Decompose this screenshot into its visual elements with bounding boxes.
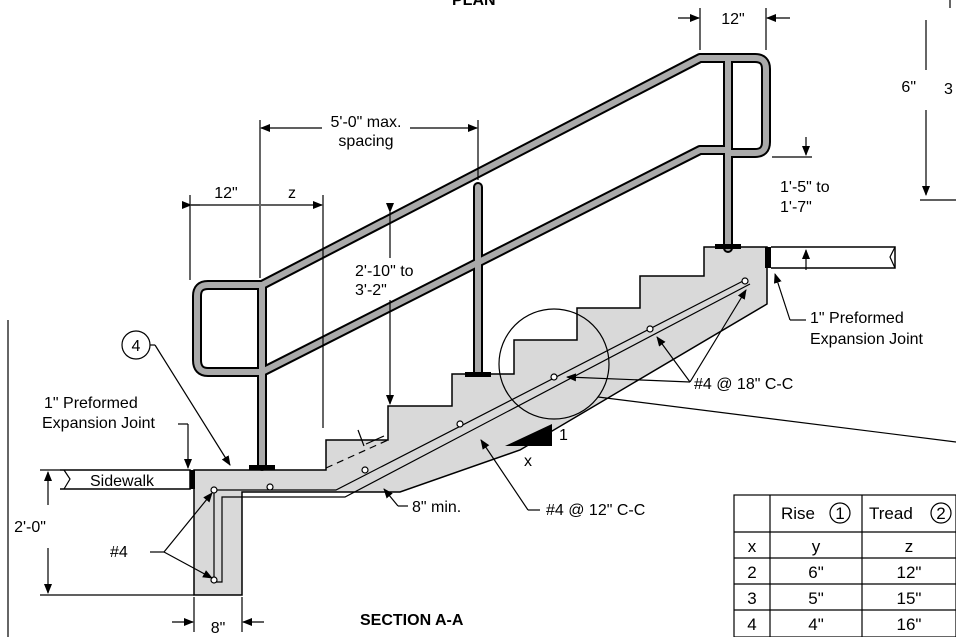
concrete-stair-body [193, 246, 768, 596]
post-base-plate-1 [249, 465, 275, 470]
dim-rail-height-line1: 2'-10" to [355, 263, 414, 280]
dimension-lines [7, 0, 956, 637]
dim-base-height: 2'-0" [14, 519, 46, 536]
joint-left-line1: 1" Preformed [44, 395, 138, 412]
slope-triangle [505, 424, 552, 446]
table-cell: 4" [808, 615, 824, 634]
post-base-plate-3 [715, 244, 741, 249]
slope-run-label: x [524, 453, 532, 470]
leader-lines [150, 273, 806, 579]
section-title: SECTION A-A [360, 612, 464, 629]
dim-top-12: 12" [721, 11, 744, 28]
callout-number: 4 [132, 338, 141, 355]
joint-right-line2: Expansion Joint [810, 331, 924, 348]
dim-ext-line2: 1'-7" [780, 199, 812, 216]
table-cell: 12" [897, 563, 922, 582]
table-cell: 16" [897, 615, 922, 634]
min-thickness-label: 8" min. [412, 499, 461, 516]
dim-ext-line1: 1'-5" to [780, 179, 830, 196]
table-header-rise: Rise [781, 504, 815, 523]
table-sub-x: x [748, 537, 757, 556]
handrail [192, 53, 771, 471]
dim-spacing-line2: spacing [338, 133, 393, 150]
dim-left-12: 12" [214, 185, 237, 202]
landing-slab [771, 246, 896, 269]
table-sub-y: y [812, 537, 821, 556]
sidewalk-break [63, 469, 71, 490]
detail-leader-line [597, 396, 956, 443]
table-cell: 3 [747, 589, 756, 608]
detail-circle [498, 308, 610, 420]
table-header-rise-note: 1 [835, 504, 844, 523]
joint-left-line2: Expansion Joint [42, 415, 156, 432]
table-cell: 2 [747, 563, 756, 582]
expansion-joint-left [189, 470, 195, 489]
dim-spacing-line1: 5'-0" max. [331, 114, 402, 131]
plan-label: PLAN [452, 0, 496, 9]
landing-break [889, 246, 896, 269]
rebar-dots [210, 277, 749, 584]
dim-wall-thickness: 8" [211, 620, 226, 637]
callout-circle [121, 330, 151, 360]
joint-right-line1: 1" Preformed [810, 310, 904, 327]
rebar-12-label: #4 @ 12" C-C [546, 502, 645, 519]
table-header-tread: Tread [869, 504, 913, 523]
post-base-plate-2 [465, 372, 491, 377]
dim-right-6: 6" [901, 79, 916, 96]
table-header-tread-note: 2 [936, 504, 945, 523]
sidewalk-label: Sidewalk [90, 473, 155, 490]
table-cell: 6" [808, 563, 824, 582]
dim-z: z [288, 185, 296, 202]
dim-right-3: 3 [944, 81, 953, 98]
rebar-bottom [213, 283, 751, 583]
rise-tread-table: Rise 1 Tread 2 x y z 2 6" 12" 3 5" 15" 4… [733, 494, 956, 637]
table-cell: 15" [897, 589, 922, 608]
table-sub-z: z [905, 537, 914, 556]
expansion-joint-right [765, 247, 771, 268]
table-cell: 4 [747, 615, 756, 634]
sidewalk-slab [60, 469, 191, 490]
rebar-top [214, 279, 746, 491]
slope-rise-label: 1 [559, 427, 568, 444]
rebar-label: #4 [110, 544, 128, 561]
rebar-18-label: #4 @ 18" C-C [694, 376, 793, 393]
dim-rail-height-line2: 3'-2" [355, 282, 387, 299]
table-cell: 5" [808, 589, 824, 608]
